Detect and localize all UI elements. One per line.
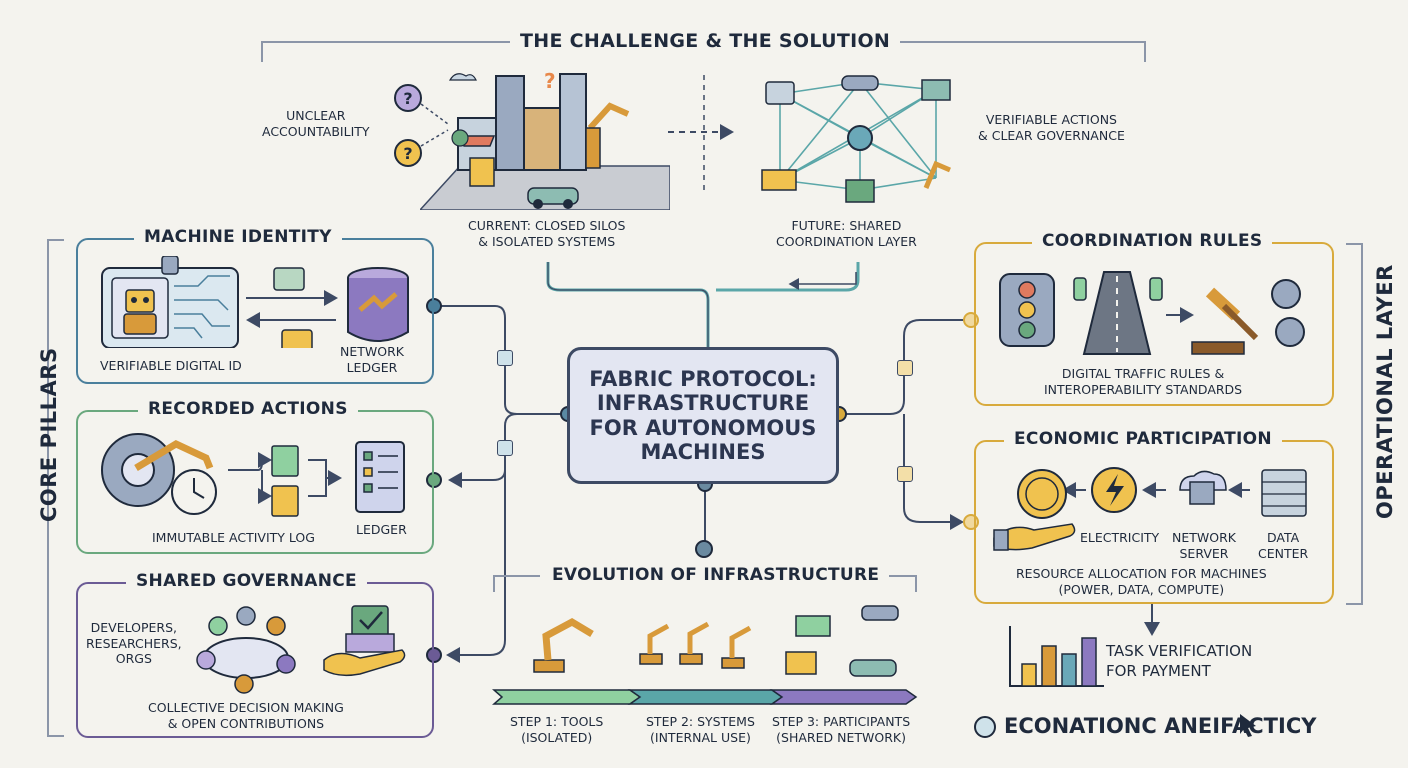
data-center-label: DATA CENTER: [1258, 530, 1308, 561]
step1-label: STEP 1: TOOLS (ISOLATED): [510, 714, 603, 745]
governance-caption: COLLECTIVE DECISION MAKING & OPEN CONTRI…: [148, 700, 344, 731]
operational-layer-label: OPERATIONAL LAYER: [1373, 329, 1397, 519]
svg-text:?: ?: [403, 89, 412, 108]
step2-label: STEP 2: SYSTEMS (INTERNAL USE): [646, 714, 755, 745]
economic-title: ECONOMIC PARTICIPATION: [1004, 429, 1282, 449]
svg-text:?: ?: [544, 69, 556, 93]
city-silos-illustration: ?: [420, 58, 670, 210]
evolution-title: EVOLUTION OF INFRASTRUCTURE: [542, 565, 889, 585]
coordination-caption: DIGITAL TRAFFIC RULES & INTEROPERABILITY…: [1044, 366, 1242, 397]
task-verification-label: TASK VERIFICATION FOR PAYMENT: [1106, 642, 1252, 681]
legend-dot: [974, 716, 996, 738]
bar-chart-icon: [1006, 624, 1106, 688]
current-silos-label: CURRENT: CLOSED SILOS & ISOLATED SYSTEMS: [468, 218, 625, 249]
legend-text: ECONATIONC ANEIFACTICY: [1004, 714, 1316, 738]
fabric-protocol-box: FABRIC PROTOCOL: INFRASTRUCTURE FOR AUTO…: [567, 347, 839, 484]
shared-governance-title: SHARED GOVERNANCE: [126, 571, 367, 591]
connector-badge-icon: [497, 350, 513, 366]
step3-label: STEP 3: PARTICIPANTS (SHARED NETWORK): [772, 714, 910, 745]
unclear-accountability-label: UNCLEAR ACCOUNTABILITY: [262, 108, 370, 139]
future-layer-label: FUTURE: SHARED COORDINATION LAYER: [776, 218, 917, 249]
governance-who-label: DEVELOPERS, RESEARCHERS, ORGS: [86, 620, 182, 667]
svg-text:?: ?: [403, 144, 412, 163]
shared-network-illustration: [750, 60, 970, 210]
activity-log-label: IMMUTABLE ACTIVITY LOG: [152, 530, 315, 546]
cursor-icon: [1236, 712, 1264, 738]
digital-id-label: VERIFIABLE DIGITAL ID: [100, 358, 242, 374]
node-dot: [695, 540, 713, 558]
network-server-label: NETWORK SERVER: [1172, 530, 1236, 561]
economic-caption: RESOURCE ALLOCATION FOR MACHINES (POWER,…: [1016, 566, 1267, 597]
evolution-robots: [500, 596, 920, 686]
electricity-label: ELECTRICITY: [1080, 530, 1159, 546]
governance-icons: [188, 600, 418, 696]
connector-badge-icon: [497, 440, 513, 456]
identity-icons: [98, 256, 438, 348]
recorded-actions-icons: [96, 428, 416, 522]
coordination-rules-title: COORDINATION RULES: [1032, 231, 1272, 251]
challenge-title: THE CHALLENGE & THE SOLUTION: [510, 30, 900, 52]
connector-badge-icon: [897, 466, 913, 482]
recorded-actions-title: RECORDED ACTIONS: [138, 399, 358, 419]
verifiable-actions-label: VERIFIABLE ACTIONS & CLEAR GOVERNANCE: [978, 112, 1125, 143]
center-title: FABRIC PROTOCOL: INFRASTRUCTURE FOR AUTO…: [589, 367, 817, 464]
coordination-icons: [994, 268, 1314, 358]
evolution-timeline-arrows: [490, 686, 920, 708]
ledger-label: LEDGER: [356, 522, 407, 538]
core-pillars-label: CORE PILLARS: [37, 352, 61, 522]
network-ledger-label: NETWORK LEDGER: [340, 344, 404, 375]
connector-badge-icon: [897, 360, 913, 376]
machine-identity-title: MACHINE IDENTITY: [134, 227, 342, 247]
